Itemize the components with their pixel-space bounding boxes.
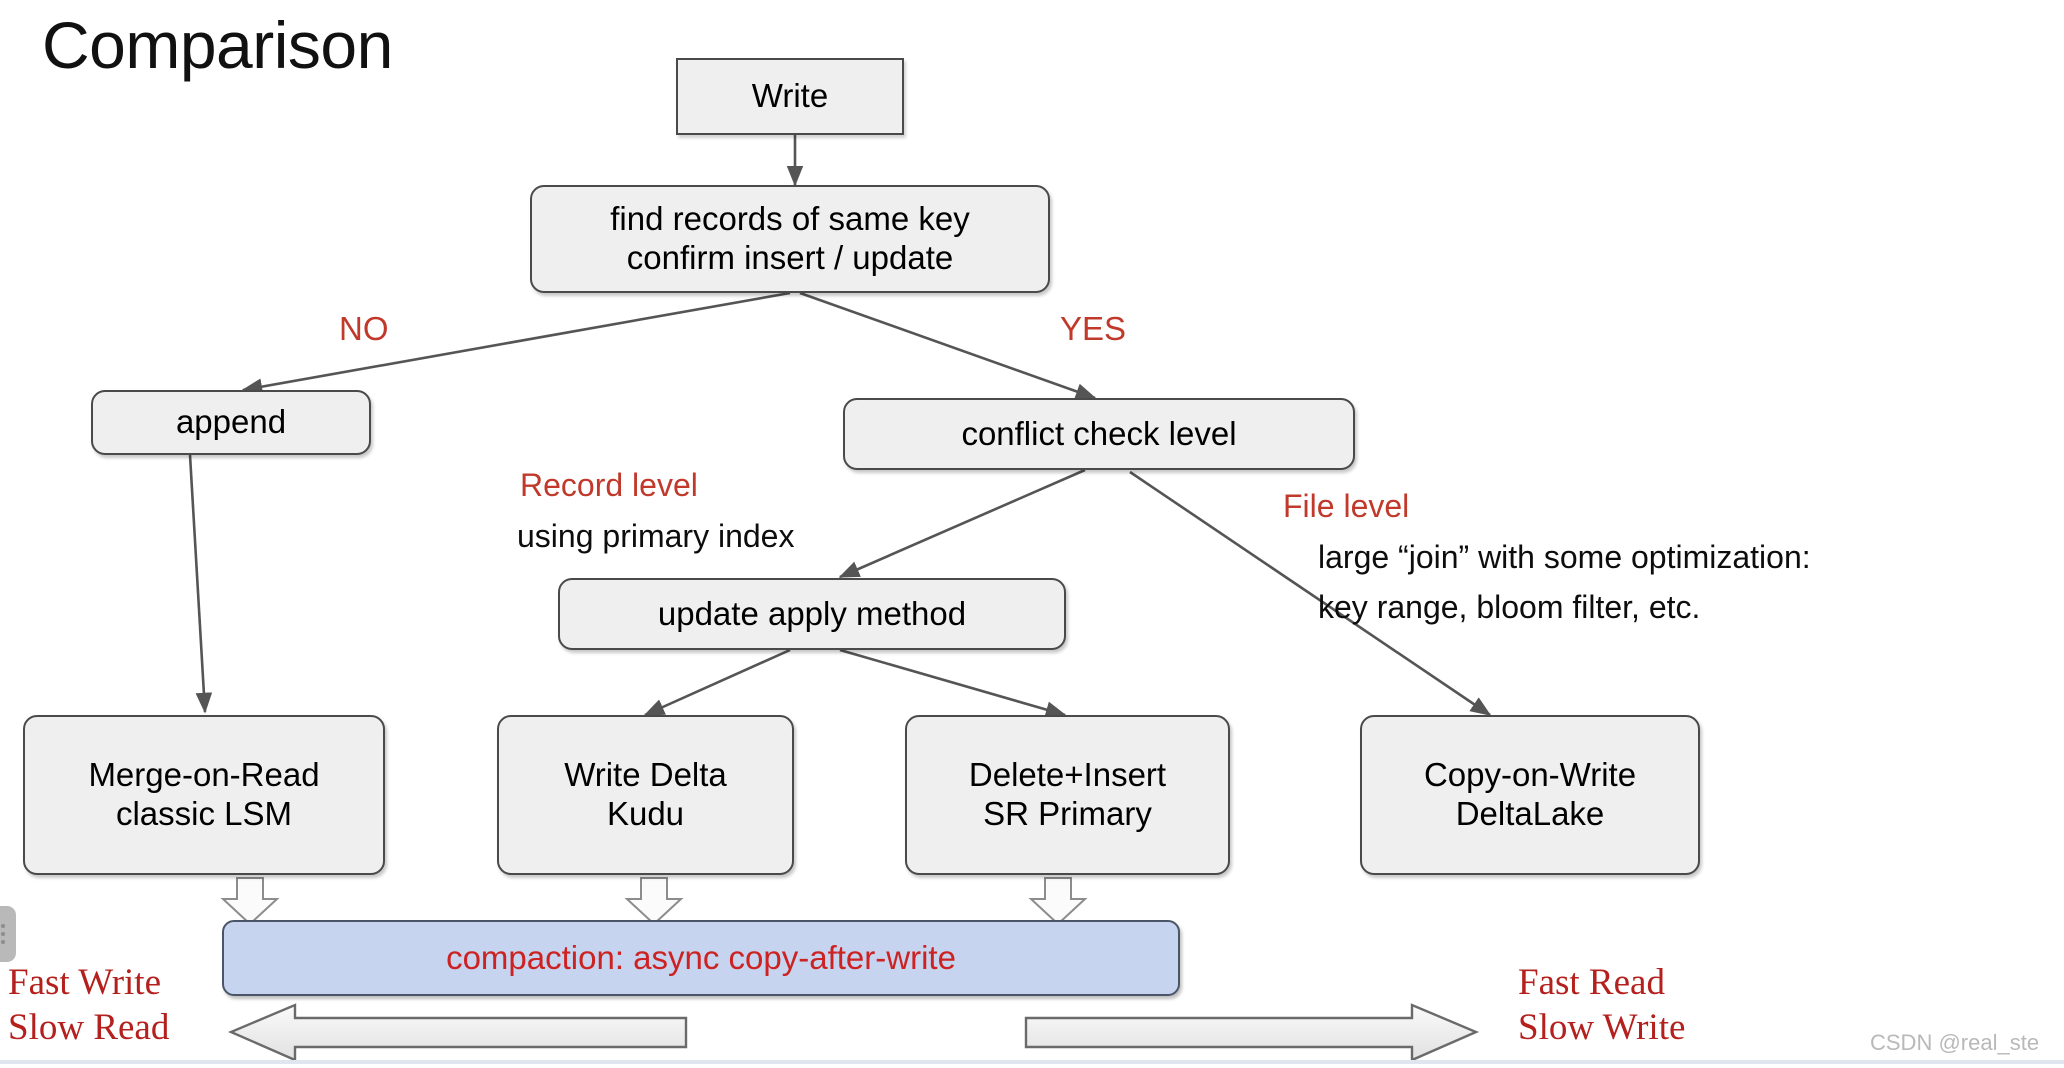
node-write[interactable]: Write [676, 58, 904, 135]
left-block-arrow-icon [227, 1003, 688, 1062]
label-fast-write-slow-read: Fast Write Slow Read [8, 960, 169, 1050]
annotation-file-level-detail-2: key range, bloom filter, etc. [1318, 589, 1701, 625]
down-block-arrows [220, 877, 1088, 926]
handle-dot-1 [1, 924, 5, 928]
node-find-records-line-1: find records of same key [610, 200, 970, 238]
down-arrow-icon-2 [624, 877, 684, 926]
node-write-delta-line-2: Kudu [606, 795, 685, 832]
down-arrow-icon-1 [220, 877, 280, 926]
node-copy-on-write-line-2: DeltaLake [1455, 795, 1605, 832]
node-merge-on-read-line-2: classic LSM [115, 795, 293, 832]
connector-find-to-conflict [799, 291, 1097, 400]
label-slow-write: Slow Write [1518, 1007, 1686, 1049]
node-update-apply-method-line-1: update apply method [657, 594, 967, 632]
edge-drawer-handle[interactable] [0, 906, 16, 962]
compaction-bar[interactable]: compaction: async copy-after-write [222, 920, 1180, 996]
handle-dot-3 [1, 940, 5, 944]
direction-block-arrows [227, 1003, 1480, 1062]
compaction-bar-label: compaction: async copy-after-write [446, 939, 956, 976]
node-merge-on-read[interactable]: Merge-on-Read classic LSM [23, 715, 385, 875]
connector-update-to-deleteinsert [839, 648, 1067, 718]
node-delete-insert[interactable]: Delete+Insert SR Primary [905, 715, 1230, 875]
label-fast-write: Fast Write [8, 962, 162, 1003]
annotation-file-level: File level [1283, 488, 1410, 524]
connector-append-to-mor [188, 454, 213, 714]
annotation-record-level-detail: using primary index [517, 518, 795, 554]
node-copy-on-write[interactable]: Copy-on-Write DeltaLake [1360, 715, 1700, 875]
annotation-file-level-detail-1: large “join” with some optimization: [1318, 539, 1811, 575]
node-write-line-1: Write [751, 77, 829, 115]
node-delete-insert-line-1: Delete+Insert [968, 756, 1167, 794]
page-title: Comparison [42, 8, 393, 82]
node-append-line-1: append [175, 403, 287, 441]
watermark: CSDN @real_ste [1870, 1030, 2040, 1055]
edge-label-yes: YES [1060, 310, 1127, 347]
node-update-apply-method[interactable]: update apply method [558, 578, 1066, 650]
node-write-delta[interactable]: Write Delta Kudu [497, 715, 794, 875]
node-write-delta-line-1: Write Delta [564, 756, 727, 794]
connector-conflict-to-cow [1129, 470, 1492, 717]
connector-find-to-append [241, 291, 791, 395]
connector-conflict-to-update [838, 468, 1086, 579]
connector-update-to-writedelta [643, 648, 791, 717]
annotation-record-level: Record level [520, 467, 698, 503]
node-delete-insert-line-2: SR Primary [983, 795, 1152, 832]
edge-label-no: NO [339, 310, 389, 347]
node-find-records-line-2: confirm insert / update [626, 239, 954, 276]
flow-connectors [188, 135, 1492, 718]
node-find-records[interactable]: find records of same key confirm insert … [530, 185, 1050, 293]
node-merge-on-read-line-1: Merge-on-Read [88, 756, 320, 794]
handle-dot-2 [1, 932, 5, 936]
node-conflict-check-level[interactable]: conflict check level [843, 398, 1355, 470]
label-fast-read: Fast Read [1518, 962, 1665, 1003]
down-arrow-icon-3 [1028, 877, 1088, 926]
label-fast-read-slow-write: Fast Read Slow Write [1518, 960, 1685, 1050]
node-append[interactable]: append [91, 390, 371, 455]
label-slow-read: Slow Read [8, 1007, 170, 1049]
right-block-arrow-icon [1024, 1003, 1480, 1062]
node-copy-on-write-line-1: Copy-on-Write [1423, 756, 1637, 794]
node-conflict-check-level-line-1: conflict check level [961, 414, 1237, 452]
